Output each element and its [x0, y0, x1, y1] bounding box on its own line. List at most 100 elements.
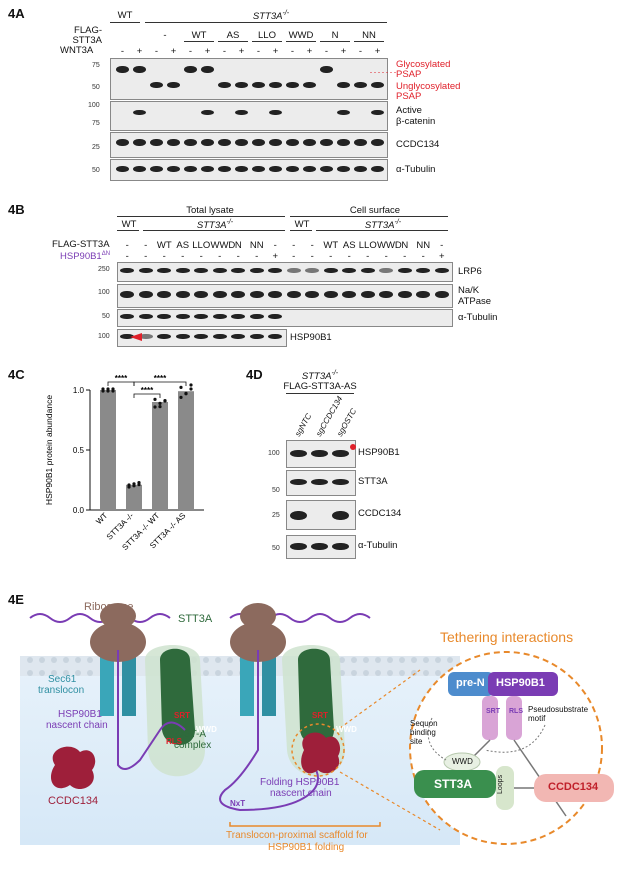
hsp-value: -	[199, 251, 203, 262]
band-psap-unglyco	[269, 82, 282, 88]
band-stt3a-d	[311, 479, 328, 485]
wt-line-b2	[290, 230, 312, 231]
band-tubulin-b	[231, 314, 245, 319]
rls-label-left: RLS	[166, 737, 182, 746]
band-tubulin-b	[212, 314, 227, 319]
data-point	[179, 395, 183, 399]
stt3a-box-label: STT3A	[434, 777, 473, 791]
flag-value: AS	[342, 240, 356, 251]
band-ccdc134	[184, 139, 197, 146]
band-tubulin-a	[337, 166, 350, 172]
mw-75b: 75	[92, 120, 100, 127]
data-point	[111, 389, 115, 393]
wnt3a-value: -	[188, 46, 193, 57]
hsp-nascent-label-1: HSP90B1	[58, 709, 102, 720]
band-nak	[416, 291, 430, 298]
nak-label-1: Na/K	[458, 285, 480, 296]
lane-label: sgOSTC	[335, 406, 359, 438]
tubulin-label-d: α-Tubulin	[358, 540, 398, 551]
sec61-right	[240, 646, 254, 716]
data-point	[189, 383, 193, 387]
mw-50b: 50	[92, 167, 100, 174]
mw-75: 75	[92, 62, 100, 69]
hsp-value: -	[329, 251, 333, 262]
band-tubulin-a	[116, 166, 129, 172]
band-psap-glyco	[133, 66, 146, 73]
construct-label: AS	[226, 30, 240, 41]
blot-active-beta-catenin	[110, 101, 388, 131]
construct-label: WT	[191, 30, 207, 41]
ribosome-left	[90, 603, 146, 662]
y-tick-label: 0.0	[73, 506, 85, 515]
band-tubulin-a	[269, 166, 282, 172]
hsp-value: +	[438, 251, 445, 262]
wnt3a-value: -	[256, 46, 261, 57]
ost-label-2: complex	[174, 740, 212, 751]
hsp-value: -	[218, 251, 222, 262]
band-hsp90b1	[175, 334, 190, 339]
flag-value: -	[144, 240, 148, 251]
band-ccdc134	[133, 139, 146, 146]
4d-header-2: FLAG-STT3A-AS	[283, 381, 357, 392]
band-bcat	[269, 110, 282, 115]
data-point	[163, 399, 167, 403]
band-lrp6	[379, 268, 393, 273]
band-tubulin-a	[320, 166, 333, 172]
total-lysate-line	[117, 216, 285, 217]
active-bcat-label-1: Active	[396, 105, 422, 116]
wnt3a-value: -	[120, 46, 125, 57]
band-tubulin-a	[354, 166, 367, 172]
band-lrp6	[286, 268, 301, 273]
wwd-box-label: WWD	[452, 757, 473, 766]
flag-value: N	[401, 240, 409, 251]
4d-header-1: STT3A-/-	[301, 370, 339, 383]
band-tubulin-a	[371, 166, 384, 172]
band-tubulin-a	[303, 166, 316, 172]
mw-50-b: 50	[102, 313, 110, 320]
blot-psap	[110, 58, 388, 100]
band-nak	[286, 291, 301, 298]
band-lrp6	[175, 268, 190, 273]
bar	[126, 484, 142, 510]
sequon-label-2: binding	[410, 728, 436, 737]
ribosome-label: Ribosome	[84, 601, 134, 613]
band-nak	[194, 291, 208, 298]
loops-box	[496, 766, 514, 810]
band-lrp6	[268, 268, 282, 273]
band-nak	[157, 291, 171, 298]
sec61-right-2	[262, 646, 276, 716]
sec61-label-1: Sec61	[48, 674, 77, 685]
flag-value: -	[125, 240, 129, 251]
sec61-left-2	[122, 646, 136, 716]
mw-d-50: 50	[272, 487, 280, 494]
stt3a-label-e: STT3A	[178, 613, 213, 625]
y-axis-label: HSP90B1 protein abundance	[44, 395, 54, 505]
panel-label-4d: 4D	[246, 367, 263, 382]
band-psap-unglyco	[303, 82, 316, 88]
band-lrp6	[434, 268, 449, 273]
band-lrp6	[120, 268, 134, 273]
pseudo-label-2: motif	[528, 714, 546, 723]
srt-box	[482, 696, 498, 740]
band-lrp6	[323, 268, 338, 273]
wnt3a-value: +	[170, 46, 177, 57]
band-nak	[360, 291, 375, 298]
construct-line	[252, 41, 282, 42]
panel-label-4b: 4B	[8, 202, 25, 217]
data-point	[137, 483, 141, 487]
ccdc134-dashed-highlight	[291, 723, 345, 777]
flag-value: WT	[156, 240, 172, 251]
band-lrp6	[212, 268, 227, 273]
schematic-4e	[20, 603, 614, 845]
mw-25: 25	[92, 144, 100, 151]
band-ccdc134-d	[332, 511, 349, 520]
construct-line	[184, 41, 214, 42]
blot-tubulin-b	[117, 309, 453, 327]
band-psap-glyco	[320, 66, 333, 73]
wnt3a-value: -	[290, 46, 295, 57]
band-nak	[397, 291, 412, 298]
band-nak	[231, 291, 245, 298]
mw-d-50b: 50	[272, 545, 280, 552]
